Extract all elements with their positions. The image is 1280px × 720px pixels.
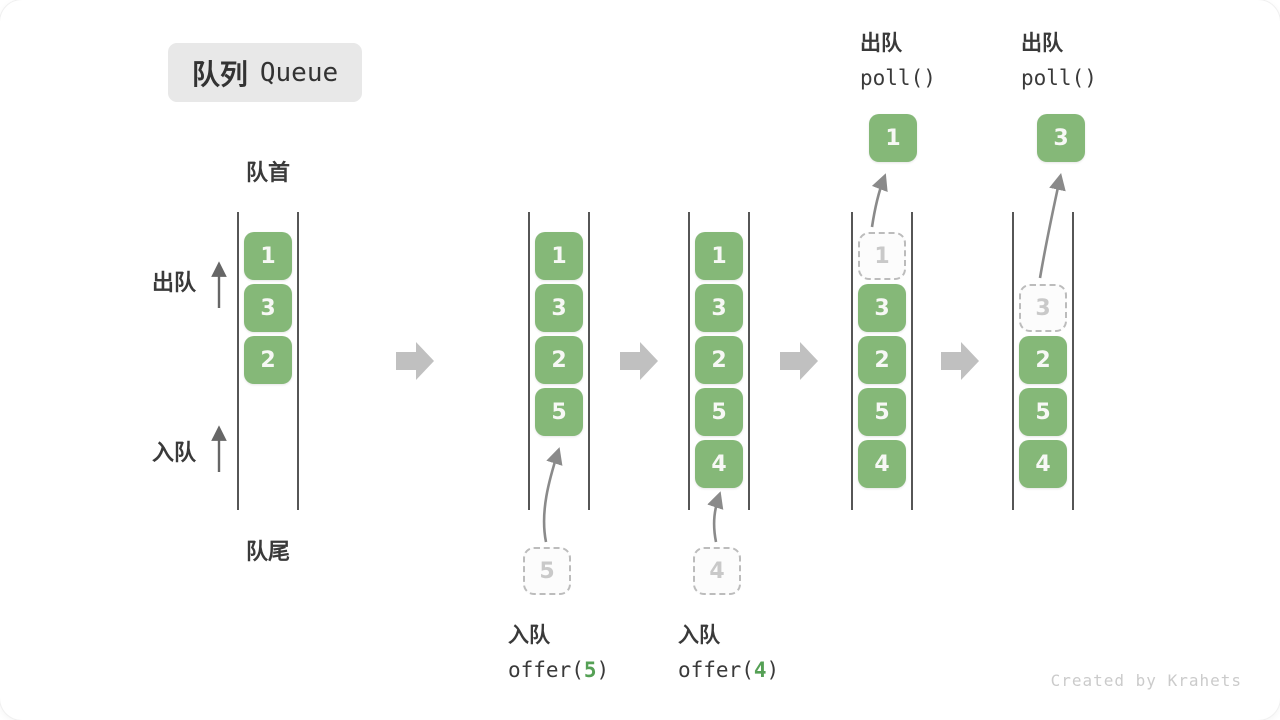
dequeue-annotation: 出队 poll() <box>1021 27 1097 90</box>
queue-box: 4 <box>858 440 906 488</box>
queue-box: 5 <box>1019 388 1067 436</box>
queue-box: 3 <box>535 284 583 332</box>
queue-box: 2 <box>244 336 292 384</box>
queue-box: 1 <box>244 232 292 280</box>
dequeue-arrow-3 <box>1038 173 1066 279</box>
label-dequeue-side: 出队 <box>152 270 197 295</box>
title-zh: 队列 <box>191 58 248 90</box>
dequeue-arrow-1 <box>870 173 888 228</box>
queue-wall-right <box>911 212 913 510</box>
queue-wall-left <box>688 212 690 510</box>
label-queue-rear: 队尾 <box>245 539 290 564</box>
enqueue-annotation: 入队 offer(5) <box>508 619 609 682</box>
enqueue-annotation-zh: 入队 <box>678 624 720 647</box>
title-badge: 队列 Queue <box>168 43 362 102</box>
dequeue-annotation: 出队 poll() <box>860 27 936 90</box>
queue-box: 3 <box>695 284 743 332</box>
queue-box: 2 <box>695 336 743 384</box>
code-fn-open: offer( <box>508 658 584 682</box>
queue-box: 2 <box>858 336 906 384</box>
queue-box: 3 <box>858 284 906 332</box>
queue-wall-right <box>1072 212 1074 510</box>
queue-box: 2 <box>535 336 583 384</box>
enqueue-arrow-4 <box>707 491 724 543</box>
queue-box: 3 <box>244 284 292 332</box>
dequeue-annotation-code: poll() <box>860 66 936 90</box>
enqueue-annotation: 入队 offer(4) <box>678 619 779 682</box>
pending-enqueue-box: 4 <box>693 547 741 595</box>
queue-box: 5 <box>695 388 743 436</box>
queue-box: 1 <box>695 232 743 280</box>
queue-box: 5 <box>858 388 906 436</box>
label-queue-front: 队首 <box>245 160 290 185</box>
queue-box-removed: 3 <box>1019 284 1067 332</box>
queue-wall-right <box>748 212 750 510</box>
queue-box: 5 <box>535 388 583 436</box>
queue-wall-right <box>588 212 590 510</box>
flow-arrow <box>396 342 434 380</box>
flow-arrow <box>780 342 818 380</box>
code-arg: 5 <box>583 658 597 682</box>
queue-wall-left <box>851 212 853 510</box>
dequeue-annotation-code: poll() <box>1021 66 1097 90</box>
code-arg: 4 <box>753 658 767 682</box>
dequeue-annotation-zh: 出队 <box>1021 32 1063 55</box>
label-enqueue-side: 入队 <box>152 440 197 465</box>
queue-box: 2 <box>1019 336 1067 384</box>
flow-arrow <box>620 342 658 380</box>
flow-arrow <box>941 342 979 380</box>
enqueue-annotation-code: offer(4) <box>678 658 779 682</box>
dequeue-annotation-zh: 出队 <box>860 32 902 55</box>
code-fn-close: ) <box>596 658 610 682</box>
queue-wall-right <box>297 212 299 510</box>
pending-enqueue-box: 5 <box>523 547 571 595</box>
dequeue-result-box: 3 <box>1037 114 1085 162</box>
code-fn-close: ) <box>766 658 780 682</box>
watermark: Created by Krahets <box>1050 671 1242 690</box>
queue-box-removed: 1 <box>858 232 906 280</box>
enqueue-annotation-zh: 入队 <box>508 624 550 647</box>
enqueue-annotation-code: offer(5) <box>508 658 609 682</box>
queue-box: 4 <box>1019 440 1067 488</box>
title-en: Queue <box>259 57 339 88</box>
dequeue-result-box: 1 <box>869 114 917 162</box>
queue-wall-left <box>528 212 530 510</box>
queue-box: 1 <box>535 232 583 280</box>
queue-wall-left <box>237 212 239 510</box>
queue-box: 4 <box>695 440 743 488</box>
code-fn-open: offer( <box>678 658 754 682</box>
queue-wall-left <box>1012 212 1014 510</box>
enqueue-arrow-5 <box>542 447 563 543</box>
